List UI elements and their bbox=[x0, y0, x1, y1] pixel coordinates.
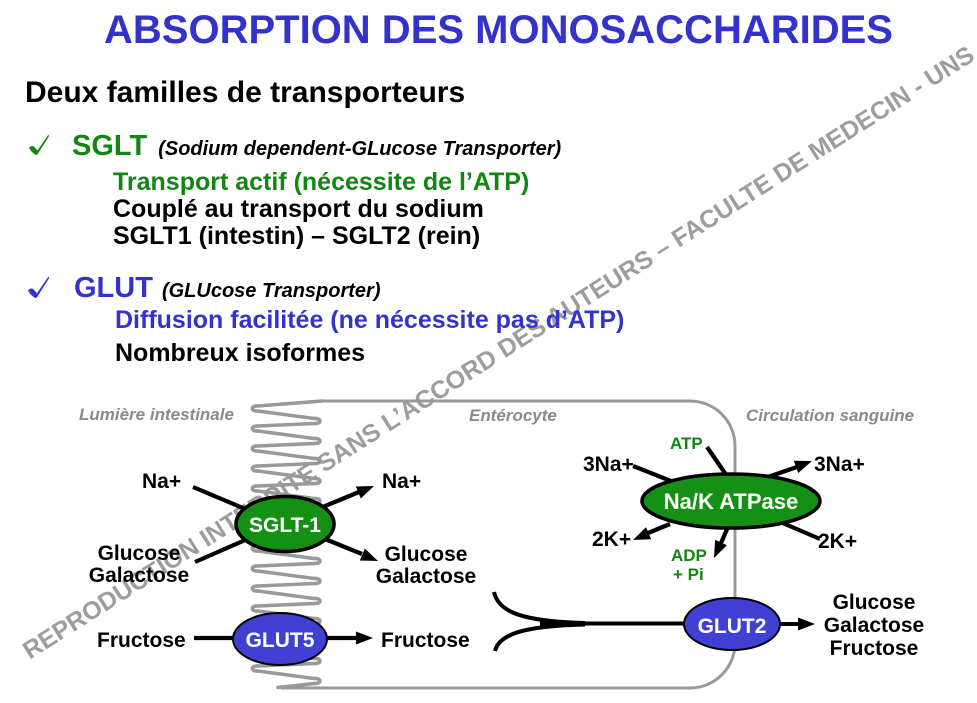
svg-text:GLUT2: GLUT2 bbox=[698, 615, 767, 638]
svg-text:ADP: ADP bbox=[671, 546, 707, 565]
svg-text:Glucose: Glucose bbox=[385, 543, 468, 566]
svg-text:Lumière intestinale: Lumière intestinale bbox=[79, 405, 234, 424]
svg-text:3Na+: 3Na+ bbox=[814, 453, 865, 476]
svg-text:Circulation sanguine: Circulation sanguine bbox=[746, 406, 914, 425]
svg-text:Fructose: Fructose bbox=[381, 629, 470, 652]
svg-text:Na+: Na+ bbox=[142, 470, 181, 493]
svg-text:2K+: 2K+ bbox=[818, 530, 857, 553]
svg-text:SGLT-1: SGLT-1 bbox=[249, 514, 321, 537]
svg-text:Galactose: Galactose bbox=[376, 565, 476, 588]
svg-text:Glucose: Glucose bbox=[833, 591, 916, 614]
svg-text:GLUT5: GLUT5 bbox=[246, 629, 315, 652]
svg-text:Fructose: Fructose bbox=[830, 637, 919, 660]
svg-text:Na/K ATPase: Na/K ATPase bbox=[664, 489, 799, 514]
svg-text:ATP: ATP bbox=[670, 434, 703, 453]
svg-text:3Na+: 3Na+ bbox=[583, 453, 634, 476]
svg-text:Galactose: Galactose bbox=[89, 564, 189, 587]
svg-text:Fructose: Fructose bbox=[97, 629, 186, 652]
svg-text:+ Pi: + Pi bbox=[673, 565, 704, 584]
svg-text:2K+: 2K+ bbox=[592, 528, 631, 551]
svg-text:Na+: Na+ bbox=[382, 470, 421, 493]
svg-text:Galactose: Galactose bbox=[824, 614, 924, 637]
svg-text:Entérocyte: Entérocyte bbox=[469, 406, 557, 425]
svg-text:Glucose: Glucose bbox=[98, 542, 181, 565]
